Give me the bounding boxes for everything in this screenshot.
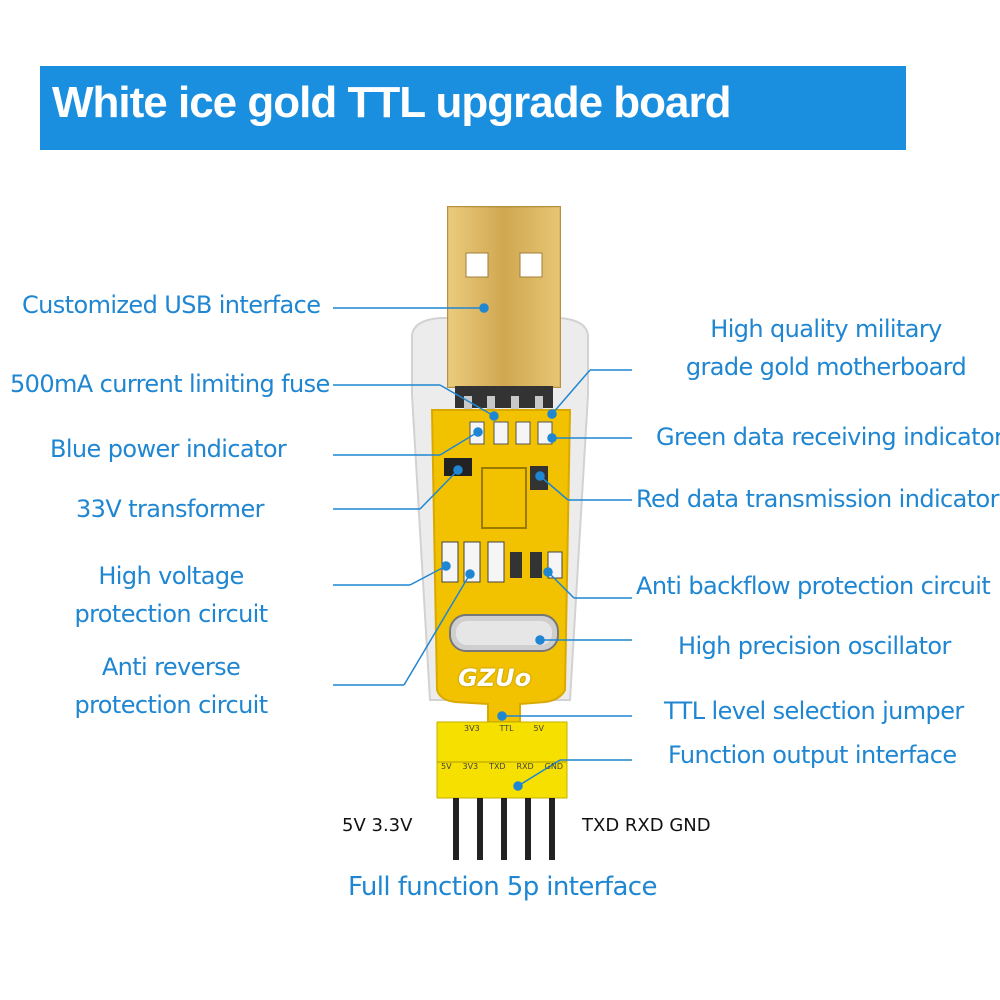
board-brand: GZUo xyxy=(458,664,532,692)
label-high-voltage-protection: High voltage protection circuit xyxy=(74,562,268,628)
bottom-caption: Full function 5p interface xyxy=(348,872,657,902)
jumper-block xyxy=(436,721,568,763)
pin-labels-left: 5V 3.3V xyxy=(342,815,413,836)
header-label-5v: 5V xyxy=(441,762,452,771)
label-anti-backflow: Anti backflow protection circuit xyxy=(636,572,991,600)
label-usb-interface: Customized USB interface xyxy=(22,291,321,319)
header-label-txd: TXD xyxy=(489,762,506,771)
jumper-label-ttl: TTL xyxy=(499,724,514,733)
pin-txd xyxy=(501,798,507,860)
jumper-label-3v3: 3V3 xyxy=(464,724,480,733)
label-green-rx-indicator: Green data receiving indicator xyxy=(656,423,1000,451)
jumper-label-5v: 5V xyxy=(533,724,544,733)
jumper-labels: 3V3 TTL 5V xyxy=(464,724,544,733)
label-current-fuse: 500mA current limiting fuse xyxy=(10,370,330,398)
label-red-tx-indicator: Red data transmission indicator xyxy=(636,485,1000,513)
pin-rxd xyxy=(525,798,531,860)
label-oscillator: High precision oscillator xyxy=(678,632,951,660)
page-title: White ice gold TTL upgrade board xyxy=(52,78,732,127)
label-anti-reverse-protection: Anti reverse protection circuit xyxy=(74,653,268,719)
usb-base xyxy=(455,386,553,408)
pin-3v3 xyxy=(477,798,483,860)
header-label-3v3: 3V3 xyxy=(462,762,479,771)
label-ttl-jumper: TTL level selection jumper xyxy=(664,697,964,725)
header-label-rxd: RXD xyxy=(516,762,534,771)
label-blue-power-indicator: Blue power indicator xyxy=(50,435,287,463)
label-function-output: Function output interface xyxy=(668,741,957,769)
title-banner: White ice gold TTL upgrade board xyxy=(40,66,906,150)
label-transformer: 33V transformer xyxy=(76,495,264,523)
pin-labels-right: TXD RXD GND xyxy=(582,815,711,836)
usb-hole-left xyxy=(465,252,489,278)
pin-gnd xyxy=(549,798,555,860)
pin-5v xyxy=(453,798,459,860)
main-ic-outline xyxy=(481,467,527,529)
header-labels: 5V 3V3 TXD RXD GND xyxy=(441,762,563,771)
usb-hole-right xyxy=(519,252,543,278)
header-label-gnd: GND xyxy=(544,762,563,771)
label-gold-motherboard: High quality military grade gold motherb… xyxy=(685,315,967,381)
